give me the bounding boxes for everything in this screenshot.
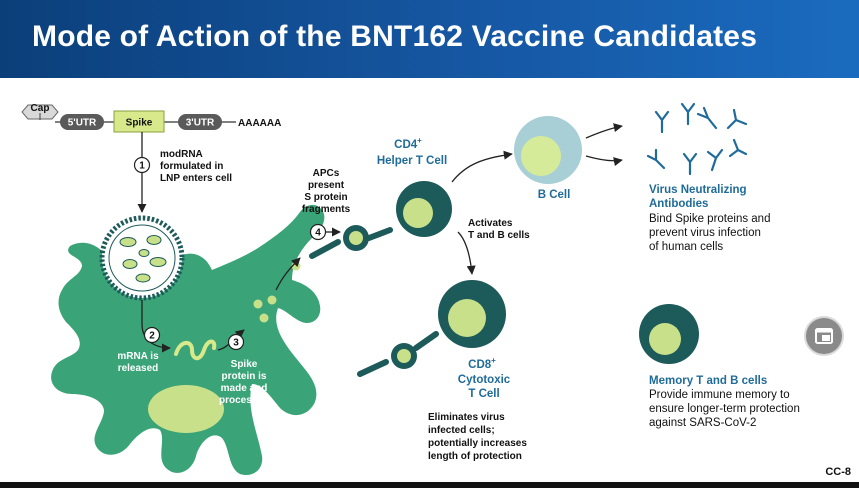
dendritic-cell [51, 204, 325, 476]
mrna-strand [174, 339, 217, 361]
arrow-bcell-antibodies-2 [585, 155, 623, 167]
cap-shape [21, 104, 59, 120]
antibodies-title-2: Antibodies [649, 198, 708, 210]
cd8-line-1: Cytotoxic [458, 374, 511, 386]
eliminates-line-1: Eliminates virus [428, 412, 505, 423]
vaccine-diagram: Cap 5'UTR Spike 3'UTR AAAAAA 1 modRNA fo… [21, 102, 800, 476]
step-3-line-3: made and [221, 383, 268, 394]
cd8-title: CD8 [468, 359, 492, 371]
step-1-circle [133, 156, 151, 174]
step-1-number: 1 [139, 161, 145, 172]
polya-label: AAAAAA [238, 118, 281, 129]
cd4-title: CD4 [394, 139, 418, 151]
step-2-circle [143, 326, 161, 344]
svg-text:CD8+: CD8+ [468, 356, 496, 371]
memory-title: Memory T and B cells [649, 375, 767, 387]
antibodies-title-1: Virus Neutralizing [649, 184, 747, 196]
b-cell [514, 116, 582, 184]
apc-receptor [309, 225, 393, 259]
step-1-line-2: formulated in [160, 161, 223, 172]
step-1-line-3: LNP enters cell [160, 173, 232, 184]
cd4-subtitle: Helper T Cell [377, 155, 447, 167]
step-4-line-2: present [308, 180, 345, 191]
step-3-line-4: processed [219, 395, 269, 406]
arrow-bcell-antibodies-1 [585, 123, 623, 139]
utr3-label: 3'UTR [186, 118, 215, 129]
step-2-line-2: released [118, 363, 159, 374]
step-4-number: 4 [315, 228, 321, 239]
utr3-pill [178, 114, 222, 130]
antibody-icons [646, 102, 748, 176]
utr5-label: 5'UTR [68, 118, 97, 129]
window-restore-button[interactable] [806, 318, 842, 354]
page-code: CC-8 [825, 466, 851, 478]
step-2-number: 2 [149, 331, 155, 342]
step-1-line-1: modRNA [160, 149, 203, 160]
cell-nucleus [148, 385, 224, 433]
arrow-cd4-to-bcell [451, 150, 513, 183]
step-4-line-3: S protein [304, 192, 347, 203]
arrow-fragments [275, 257, 301, 291]
step-3-circle [227, 333, 245, 351]
step-3-line-2: protein is [221, 371, 266, 382]
cd4-sup: + [417, 136, 422, 145]
page-title: Mode of Action of the BNT162 Vaccine Can… [32, 20, 758, 53]
svg-text:CD4+: CD4+ [394, 136, 422, 151]
bottom-bar [0, 482, 859, 488]
memory-cell [639, 304, 699, 364]
bcell-label: B Cell [538, 189, 571, 201]
cap-label: Cap [31, 103, 50, 114]
eliminates-line-2: infected cells; [428, 425, 495, 436]
eliminates-line-3: potentially increases [428, 438, 527, 449]
mrna-construct: Cap 5'UTR Spike 3'UTR AAAAAA [21, 103, 281, 133]
step-4-line-4: fragments [302, 204, 351, 215]
diagram-stage: Cap 5'UTR Spike 3'UTR AAAAAA 1 modRNA fo… [0, 78, 859, 488]
step-3-line-1: Spike [231, 359, 258, 370]
lnp-particle [99, 215, 185, 301]
activates-line-1: Activates [468, 218, 513, 229]
memory-desc-2: ensure longer-term protection [649, 403, 800, 415]
step-3-number: 3 [233, 338, 239, 349]
utr5-pill [60, 114, 104, 130]
antibodies-desc-2: prevent virus infection [649, 227, 761, 239]
cd8-sup: + [491, 356, 496, 365]
antibodies-desc-3: of human cells [649, 241, 723, 253]
eliminates-line-4: length of protection [428, 451, 522, 462]
window-restore-icon [815, 328, 833, 344]
title-banner: Mode of Action of the BNT162 Vaccine Can… [0, 0, 859, 78]
arrow-cd4-to-cd8 [457, 231, 476, 275]
cd8-cytotoxic-t-cell [357, 280, 506, 377]
memory-desc-3: against SARS-CoV-2 [649, 417, 756, 429]
step-2-line-1: mRNA is [117, 351, 159, 362]
activates-line-2: T and B cells [468, 230, 530, 241]
step-4-circle [309, 223, 327, 241]
step-4-line-1: APCs [313, 168, 340, 179]
spike-box [113, 110, 165, 133]
cd8-line-2: T Cell [468, 388, 499, 400]
cd4-helper-t-cell [396, 181, 452, 237]
memory-desc-1: Provide immune memory to [649, 389, 790, 401]
antibodies-desc-1: Bind Spike proteins and [649, 213, 770, 225]
spike-label: Spike [126, 118, 153, 129]
